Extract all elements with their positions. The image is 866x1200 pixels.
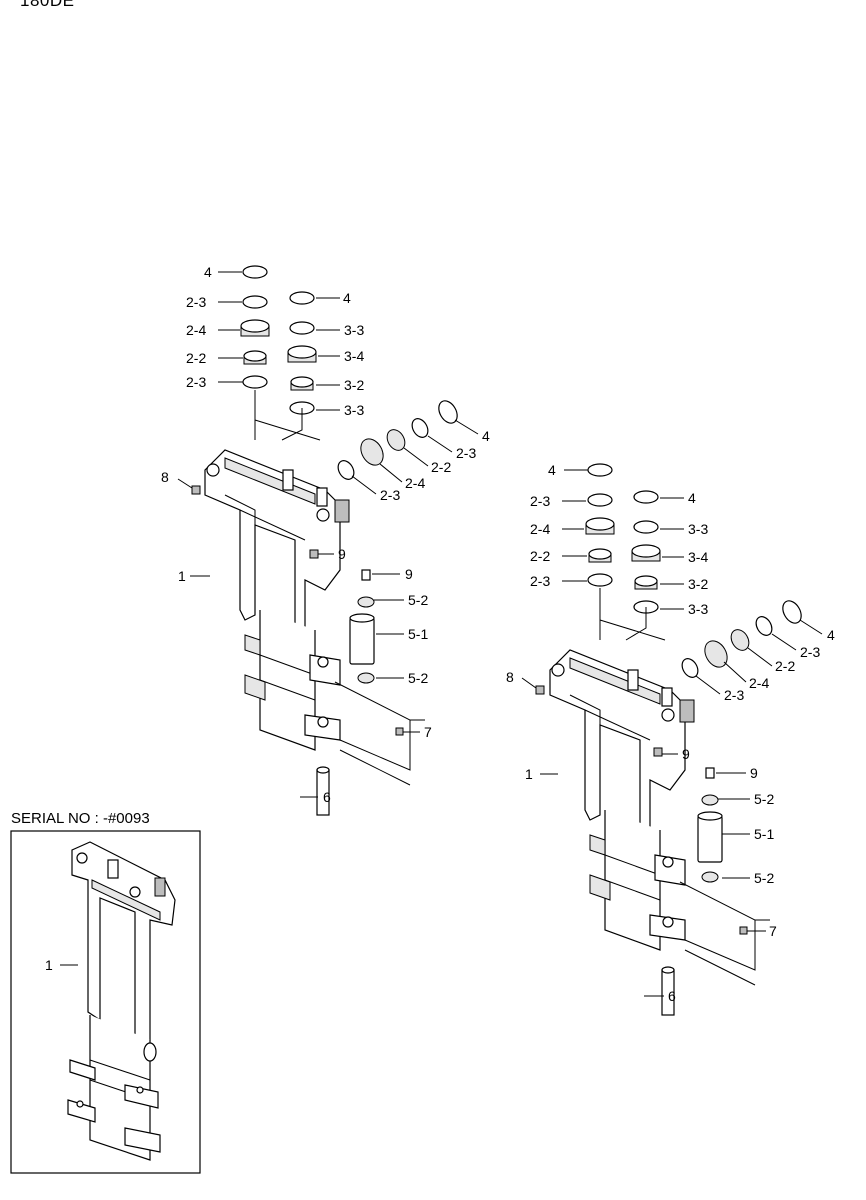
callout: 2-3 [186,294,206,310]
callout: 3-4 [344,348,364,364]
callout: 5-1 [754,826,774,842]
callout: 9 [338,546,346,562]
callout: 2-3 [724,687,744,703]
left-seal-stack-b [287,291,317,415]
callout: 3-4 [688,549,708,565]
callout: 2-2 [431,459,451,475]
callout: 3-3 [688,521,708,537]
callout: 3-2 [344,377,364,393]
serial-number-label: SERIAL NO : -#0093 [11,810,150,827]
model-title: 180DE [20,0,75,10]
callout: 2-3 [530,493,550,509]
callout: 9 [405,566,413,582]
callout: 4 [548,462,556,478]
callout: 3-2 [688,576,708,592]
callout: 2-3 [800,644,820,660]
callout: 9 [750,765,758,781]
callout: 4 [827,627,835,643]
callout: 2-3 [456,445,476,461]
callout: 2-4 [405,475,425,491]
callout: 8 [506,669,514,685]
callout: 3-3 [688,601,708,617]
callout: 9 [682,746,690,762]
callout: 2-3 [380,487,400,503]
callout: 2-4 [749,675,769,691]
callout: 4 [482,428,490,444]
callout: 2-2 [186,350,206,366]
callout: 5-2 [408,670,428,686]
callout: 4 [343,290,351,306]
callout: 7 [424,724,432,740]
right-seal-stack-b [631,490,661,614]
callout: 5-2 [408,592,428,608]
inset-serial-variant: 1 [10,830,201,1174]
callout: 6 [668,988,676,1004]
callout: 4 [688,490,696,506]
callout: 8 [161,469,169,485]
callout: 3-3 [344,322,364,338]
callout: 5-2 [754,870,774,886]
callout: 2-2 [530,548,550,564]
callout: 6 [323,789,331,805]
callout: 5-2 [754,791,774,807]
right-seal-stack-a [585,463,615,587]
callout: 1 [525,766,533,782]
callout: 2-3 [530,573,550,589]
callout: 2-3 [186,374,206,390]
callout: 2-2 [775,658,795,674]
callout: 2-4 [186,322,206,338]
left-assembly: 4 2-3 2-4 2-2 2-3 4 3-3 3-4 3-2 3-3 4 2-… [161,264,490,816]
left-seal-stack-a [240,265,270,389]
callout: 1 [178,568,186,584]
callout: 7 [769,923,777,939]
callout: 2-4 [530,521,550,537]
callout: 3-3 [344,402,364,418]
callout: 4 [204,264,212,280]
inset-callout: 1 [45,957,53,973]
right-assembly: 4 2-3 2-4 2-2 2-3 4 3-3 3-4 3-2 3-3 4 2-… [506,462,835,1016]
callout: 5-1 [408,626,428,642]
